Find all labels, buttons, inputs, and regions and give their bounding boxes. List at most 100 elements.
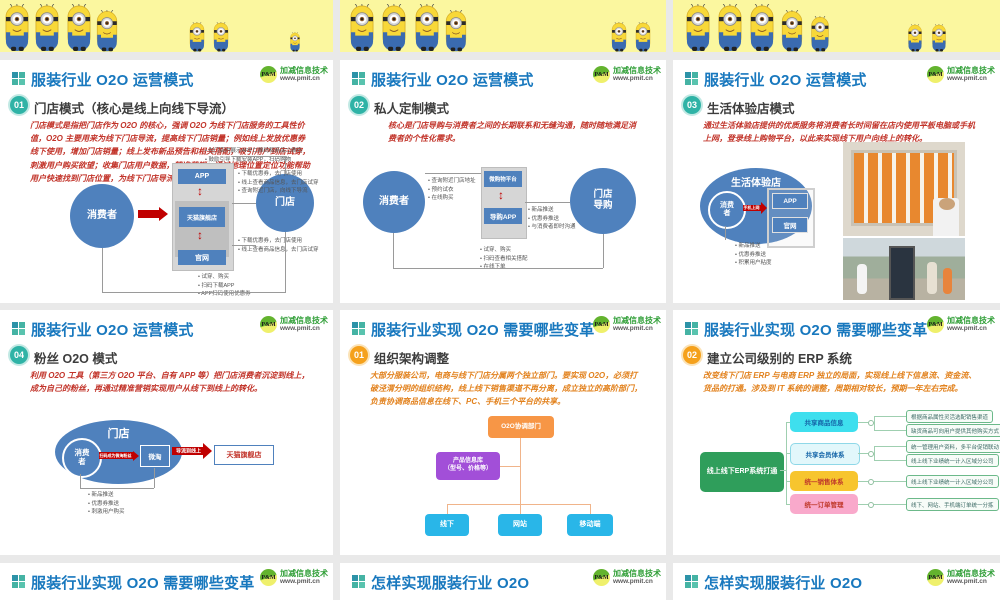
double-arrow-icon: ↕ — [197, 184, 203, 198]
mindmap-leaf: 统一管理用户资料，多平台促销联动 — [906, 440, 1000, 453]
connector-line — [447, 504, 448, 514]
kiosk-screen — [889, 246, 915, 300]
mindmap-leaf: 缺货商品可向用户提供其他购买方式 — [906, 424, 1000, 437]
connector-line — [102, 248, 103, 292]
connector-line — [232, 245, 256, 246]
connector-line — [590, 504, 591, 514]
minion-icon — [382, 4, 406, 52]
tmall-node: 天猫旗舰店 — [179, 207, 225, 227]
arrow-right-icon: 扫码成为微淘粉丝 — [99, 450, 139, 461]
section-heading: 建立公司级别的 ERP 系统 — [707, 352, 852, 366]
ellipse-label: 门店 — [107, 428, 130, 440]
slide-title: 服装行业 O2O 运营模式 — [371, 72, 534, 89]
mindmap-branch-2: 共享会员体系 — [790, 443, 860, 465]
arrow-label: 手机上网 — [743, 205, 760, 210]
connector-line — [232, 203, 256, 204]
guide-app-node: 导购APP — [484, 208, 522, 224]
section-number-badge: 02 — [350, 96, 368, 114]
org-child-website: 网站 — [498, 514, 542, 536]
minion-icon — [445, 10, 467, 52]
minion-icon — [35, 4, 59, 52]
mindmap-leaf: 线上线下业绩统一计入区域分公司 — [906, 475, 999, 488]
connector-line — [874, 446, 906, 447]
store-guide-node: 门店 导购 — [570, 168, 636, 234]
section-heading: 粉丝 O2O 模式 — [34, 352, 118, 366]
connector-line — [780, 470, 786, 471]
store-node: 门店 — [256, 174, 314, 232]
logo-company: 加减信息技术 — [280, 316, 328, 325]
pm-logo-icon: P&M — [260, 569, 277, 586]
slide-title: 怎样实现服装行业 O2O — [704, 575, 863, 592]
connector-line — [786, 422, 787, 504]
arrow-label: 导流到线上 — [175, 448, 201, 455]
section-heading: 组织架构调整 — [374, 352, 450, 366]
connector-line — [874, 416, 906, 417]
connector-line — [520, 504, 521, 514]
website-node: 官网 — [772, 217, 808, 233]
junction-dot-icon — [868, 479, 874, 485]
app-node: APP — [772, 193, 808, 209]
logo-website: www.pmit.cn — [947, 578, 987, 586]
junction-dot-icon — [868, 420, 874, 426]
connector-line — [786, 422, 790, 423]
double-arrow-icon: ↕ — [498, 188, 504, 202]
grid-icon — [12, 575, 26, 589]
slide-body-text: 改变线下门店 ERP 与电商 ERP 独立的局面，实现线上线下信息流、资金流、货… — [703, 371, 977, 394]
banner-slide-strip-3[interactable] — [673, 0, 1000, 52]
minion-icon — [213, 22, 229, 52]
slide-title: 服装行业实现 O2O 需要哪些变革 — [704, 322, 928, 339]
section-number-badge: 01 — [10, 96, 28, 114]
minion-icon — [718, 4, 742, 52]
connector-line — [603, 234, 604, 268]
mindmap-branch-3: 统一销售体系 — [790, 471, 858, 491]
banner-slide-strip-1[interactable] — [0, 0, 333, 52]
double-arrow-icon: ↕ — [197, 228, 203, 242]
connector-line — [874, 430, 906, 431]
section-heading: 门店模式（核心是线上向线下导流） — [34, 102, 235, 116]
product-info-node: 产品信息库 （型号、价格等） — [436, 452, 500, 480]
logo-website: www.pmit.cn — [280, 325, 320, 333]
pm-logo-icon: P&M — [927, 66, 944, 83]
banner-slide-strip-2[interactable] — [340, 0, 666, 52]
minion-icon — [750, 4, 774, 52]
minion-icon — [781, 10, 803, 52]
mindmap-branch-1: 共享商品信息 — [790, 412, 858, 432]
connector-line — [500, 466, 520, 467]
logo-company: 加减信息技术 — [280, 66, 328, 75]
photo-person — [857, 264, 867, 294]
logo-website: www.pmit.cn — [280, 578, 320, 586]
junction-dot-icon — [868, 451, 874, 457]
logo-company: 加减信息技术 — [613, 569, 661, 578]
connector-line — [80, 474, 81, 488]
slide-body-text: 核心是门店导购与消费者之间的长期联系和无缝沟通，随时随地满足消费者的个性化需求。 — [388, 121, 636, 144]
minion-icon — [635, 22, 651, 52]
logo-company: 加减信息技术 — [280, 569, 328, 578]
minion-icon — [908, 24, 922, 52]
mindmap-leaf: 线上线下业绩统一计入区域分公司 — [906, 454, 999, 467]
pm-logo-icon: P&M — [593, 569, 610, 586]
app-node: APP — [178, 169, 226, 184]
section-number-badge: 01 — [350, 346, 368, 364]
arrow-label: 扫码成为微淘粉丝 — [99, 452, 132, 458]
grid-icon — [685, 322, 699, 336]
section-number-badge: 03 — [683, 96, 701, 114]
annotation-bottom: • 试穿、购买 • 扫码查看相关搭配 • 在线下单 — [480, 247, 528, 270]
connector-line — [393, 268, 603, 269]
grid-icon — [352, 322, 366, 336]
section-heading: 私人定制模式 — [374, 102, 450, 116]
grid-icon — [12, 72, 26, 86]
minion-icon — [932, 24, 946, 52]
logo-company: 加减信息技术 — [947, 66, 995, 75]
logo-website: www.pmit.cn — [280, 75, 320, 83]
